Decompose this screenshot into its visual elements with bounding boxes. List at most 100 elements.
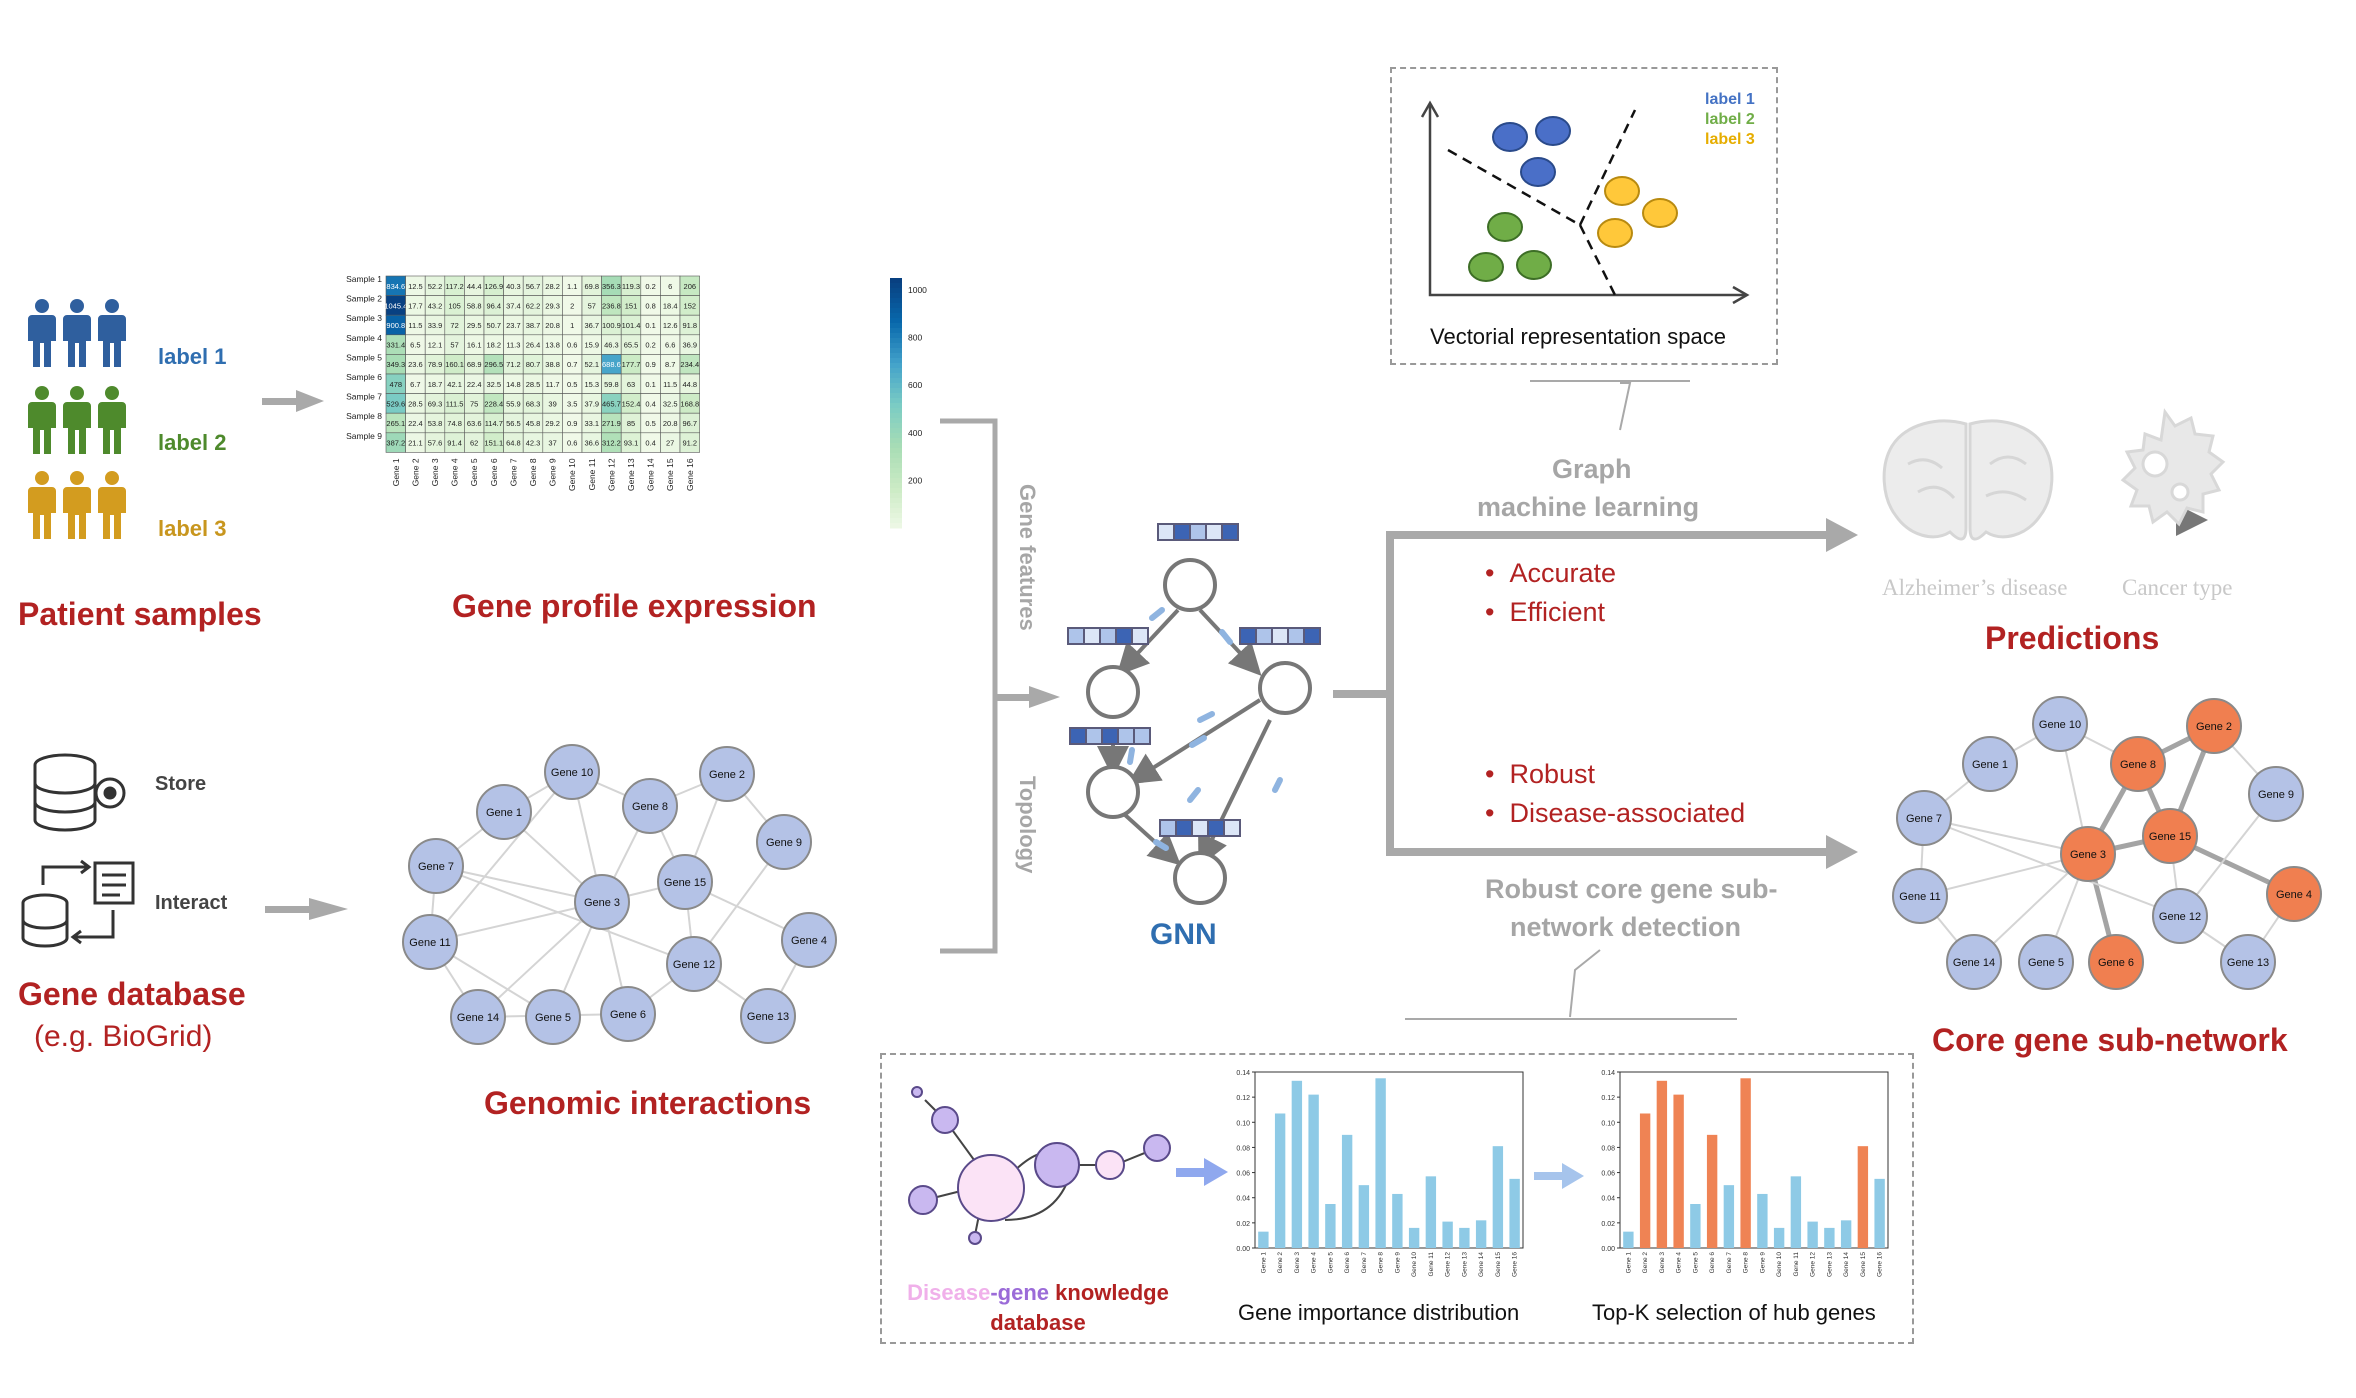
heatmap-col-label: Gene 16 bbox=[685, 458, 695, 491]
prediction-cancer: Cancer type bbox=[2122, 575, 2233, 600]
bar bbox=[1673, 1094, 1684, 1248]
bar bbox=[1690, 1204, 1701, 1248]
y-tick-label: 0.06 bbox=[1601, 1171, 1615, 1178]
heatmap-cell-value: 126.9 bbox=[484, 282, 503, 291]
colorbar-segment bbox=[890, 443, 902, 449]
bullet-efficient-text: Efficient bbox=[1509, 597, 1606, 627]
heatmap-cell-value: 39 bbox=[548, 399, 556, 408]
heatmap-cell-value: 12.6 bbox=[663, 321, 678, 330]
heatmap-cell-value: 0.9 bbox=[567, 419, 577, 428]
heatmap-col-label: Gene 6 bbox=[489, 458, 499, 486]
network-node bbox=[450, 989, 506, 1045]
heatmap-cell-value: 29.5 bbox=[467, 321, 482, 330]
network-node bbox=[1892, 868, 1948, 924]
y-tick-label: 0.00 bbox=[1601, 1246, 1615, 1253]
gene-features-label: Gene features bbox=[1015, 484, 1040, 631]
heatmap-cell-value: 74.8 bbox=[447, 419, 462, 428]
x-tick-label: Gene 1 bbox=[1625, 1252, 1632, 1274]
knowledge-database-label: Disease-gene knowledge database bbox=[888, 1278, 1188, 1338]
bar bbox=[1291, 1080, 1303, 1248]
network-node-label: Gene 2 bbox=[709, 769, 745, 781]
heatmap-cell-value: 20.8 bbox=[545, 321, 560, 330]
heatmap-cell-value: 32.5 bbox=[663, 399, 678, 408]
network-node-label: Gene 4 bbox=[791, 935, 827, 947]
x-tick-label: Gene 12 bbox=[1445, 1252, 1452, 1277]
network-node-label: Gene 8 bbox=[632, 801, 668, 813]
interact-label: Interact bbox=[155, 892, 228, 914]
bullet-disease-associated: • Disease-associated bbox=[1485, 798, 1746, 828]
bar bbox=[1723, 1185, 1735, 1248]
heatmap-row-label: Sample 9 bbox=[346, 431, 382, 441]
heatmap-cell-value: 38.8 bbox=[545, 360, 560, 369]
kb-word-knowledge: knowledge bbox=[1049, 1280, 1169, 1305]
bullet-accurate-text: Accurate bbox=[1509, 558, 1617, 588]
bar bbox=[1475, 1220, 1487, 1248]
heatmap-row-label: Sample 7 bbox=[346, 392, 382, 402]
colorbar-segment bbox=[890, 468, 902, 474]
heatmap-cell-value: 3.5 bbox=[567, 399, 577, 408]
label3-cluster bbox=[1597, 176, 1678, 248]
top-k-caption: Top-K selection of hub genes bbox=[1592, 1300, 1876, 1325]
heatmap-cell-value: 72 bbox=[450, 321, 458, 330]
vector-legend-1: label 1 bbox=[1705, 91, 1755, 108]
network-node bbox=[2088, 934, 2144, 990]
colorbar-segment bbox=[890, 498, 902, 504]
gene-database-subtitle: (e.g. BioGrid) bbox=[34, 1020, 213, 1053]
network-node bbox=[476, 784, 532, 840]
heatmap-cell-value: 96.4 bbox=[486, 301, 501, 310]
bar bbox=[1341, 1134, 1353, 1248]
heatmap-cell-value: 52.2 bbox=[428, 282, 443, 291]
colorbar-tick: 600 bbox=[908, 380, 922, 390]
store-label: Store bbox=[155, 773, 207, 795]
network-node-label: Gene 13 bbox=[747, 1011, 789, 1023]
network-node bbox=[666, 936, 722, 992]
heatmap-cell-value: 28.5 bbox=[408, 399, 423, 408]
heatmap-cell-value: 119.3 bbox=[622, 282, 640, 291]
x-tick-label: Gene 16 bbox=[1512, 1252, 1519, 1277]
network-edge bbox=[429, 901, 603, 943]
x-tick-label: Gene 11 bbox=[1793, 1252, 1800, 1277]
network-node-label: Gene 7 bbox=[418, 861, 454, 873]
x-tick-label: Gene 7 bbox=[1361, 1252, 1368, 1274]
colorbar-segment bbox=[890, 303, 902, 309]
heatmap-cell bbox=[679, 432, 700, 453]
heatmap-cell-value: 59.8 bbox=[604, 380, 619, 389]
heatmap-cell-value: 42.1 bbox=[447, 380, 462, 389]
heatmap-row-label: Sample 1 bbox=[346, 274, 382, 284]
heatmap-cell-value: 312.2 bbox=[602, 439, 621, 448]
heatmap-cell-value: 11.3 bbox=[506, 341, 520, 350]
label1-cluster bbox=[1492, 116, 1571, 187]
kb-dash: - bbox=[990, 1280, 998, 1305]
heatmap-cell-value: 20.8 bbox=[663, 419, 678, 428]
network-node-label: Gene 14 bbox=[457, 1012, 499, 1024]
heatmap-cell-value: 43.2 bbox=[428, 301, 443, 310]
network-node bbox=[408, 838, 464, 894]
x-tick-label: Gene 4 bbox=[1311, 1252, 1318, 1274]
heatmap-cell-value: 0.9 bbox=[645, 360, 655, 369]
colorbar-segment bbox=[890, 373, 902, 379]
x-tick-label: Gene 8 bbox=[1378, 1252, 1385, 1274]
heatmap-cell-value: 36.9 bbox=[682, 341, 697, 350]
heatmap-col-label: Gene 7 bbox=[508, 458, 518, 486]
x-tick-label: Gene 6 bbox=[1709, 1252, 1716, 1274]
heatmap-cell-value: 271.9 bbox=[602, 419, 621, 428]
heatmap-cell-value: 44.8 bbox=[682, 380, 697, 389]
y-tick-label: 0.02 bbox=[1601, 1221, 1615, 1228]
heatmap-cell-value: 0.4 bbox=[645, 399, 655, 408]
heatmap-cell-value: 13.8 bbox=[545, 341, 560, 350]
panel-arrows bbox=[1176, 1158, 1584, 1189]
heatmap-col-label: Gene 8 bbox=[528, 458, 538, 486]
patient-label-1: label 1 bbox=[158, 344, 227, 369]
vector-space-panel bbox=[1390, 67, 1778, 365]
heatmap-cell-value: 36.6 bbox=[584, 439, 599, 448]
heatmap-cell-value: 6.6 bbox=[665, 341, 675, 350]
heatmap-cell-value: 57 bbox=[588, 301, 596, 310]
heatmap-cell-value: 688.6 bbox=[602, 360, 621, 369]
heatmap-cell-value: 331.4 bbox=[386, 341, 405, 350]
network-edge bbox=[429, 771, 573, 943]
heatmap-cell-value: 151 bbox=[625, 301, 638, 310]
colorbar-segment bbox=[890, 338, 902, 344]
